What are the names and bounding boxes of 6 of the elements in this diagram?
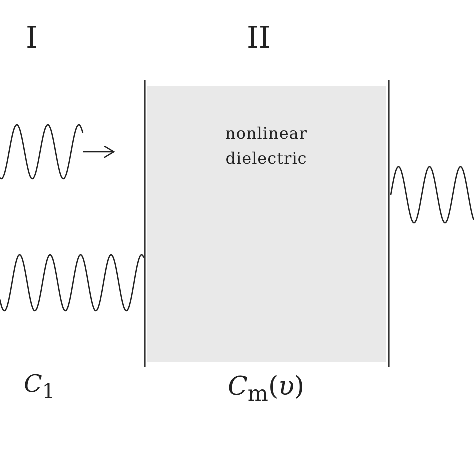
slab-label: nonlinear dielectric xyxy=(224,123,308,170)
math-label: C$_{1}$ xyxy=(24,372,56,401)
region-label: II xyxy=(247,24,271,54)
math-label: C$_{m}$(υ) xyxy=(228,374,305,406)
region-label: I xyxy=(26,24,38,54)
dielectric-slab xyxy=(147,86,386,362)
